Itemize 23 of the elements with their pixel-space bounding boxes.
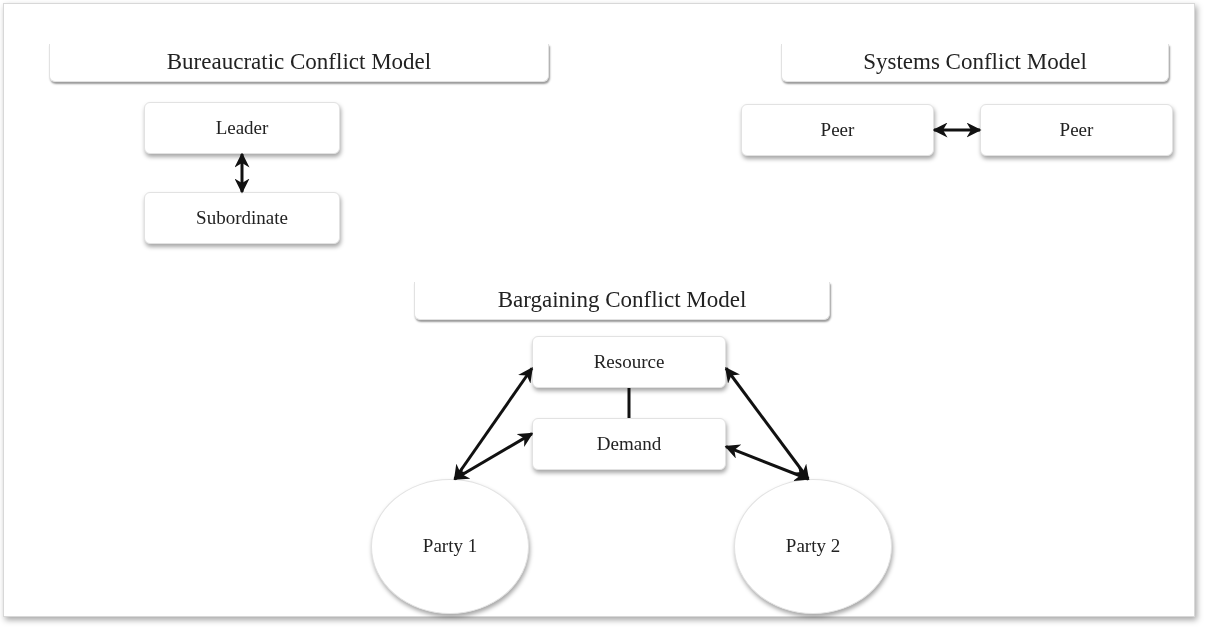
model-title-banner bbox=[49, 44, 549, 82]
node-label: Systems Conflict Model bbox=[863, 48, 1087, 77]
node-label: Resource bbox=[593, 349, 665, 374]
node-label: Subordinate bbox=[196, 205, 288, 230]
node-label: Peer bbox=[820, 117, 855, 142]
double-arrow bbox=[234, 152, 250, 194]
node-label: Leader bbox=[215, 115, 269, 140]
process-box bbox=[532, 336, 726, 388]
connector-line bbox=[627, 388, 631, 418]
process-box bbox=[144, 102, 340, 154]
process-box bbox=[144, 192, 340, 244]
process-box bbox=[741, 104, 934, 156]
model-title-banner bbox=[781, 44, 1169, 82]
node-label: Bargaining Conflict Model bbox=[497, 286, 747, 315]
node-label: Peer bbox=[1059, 117, 1094, 142]
model-title-banner bbox=[414, 282, 830, 320]
node-label: Party 2 bbox=[784, 534, 842, 559]
double-arrow bbox=[932, 122, 982, 138]
node-label: Party 1 bbox=[421, 534, 479, 559]
process-box bbox=[532, 418, 726, 470]
node-label: Demand bbox=[596, 431, 662, 456]
process-box bbox=[980, 104, 1173, 156]
node-label: Bureaucratic Conflict Model bbox=[166, 48, 432, 77]
